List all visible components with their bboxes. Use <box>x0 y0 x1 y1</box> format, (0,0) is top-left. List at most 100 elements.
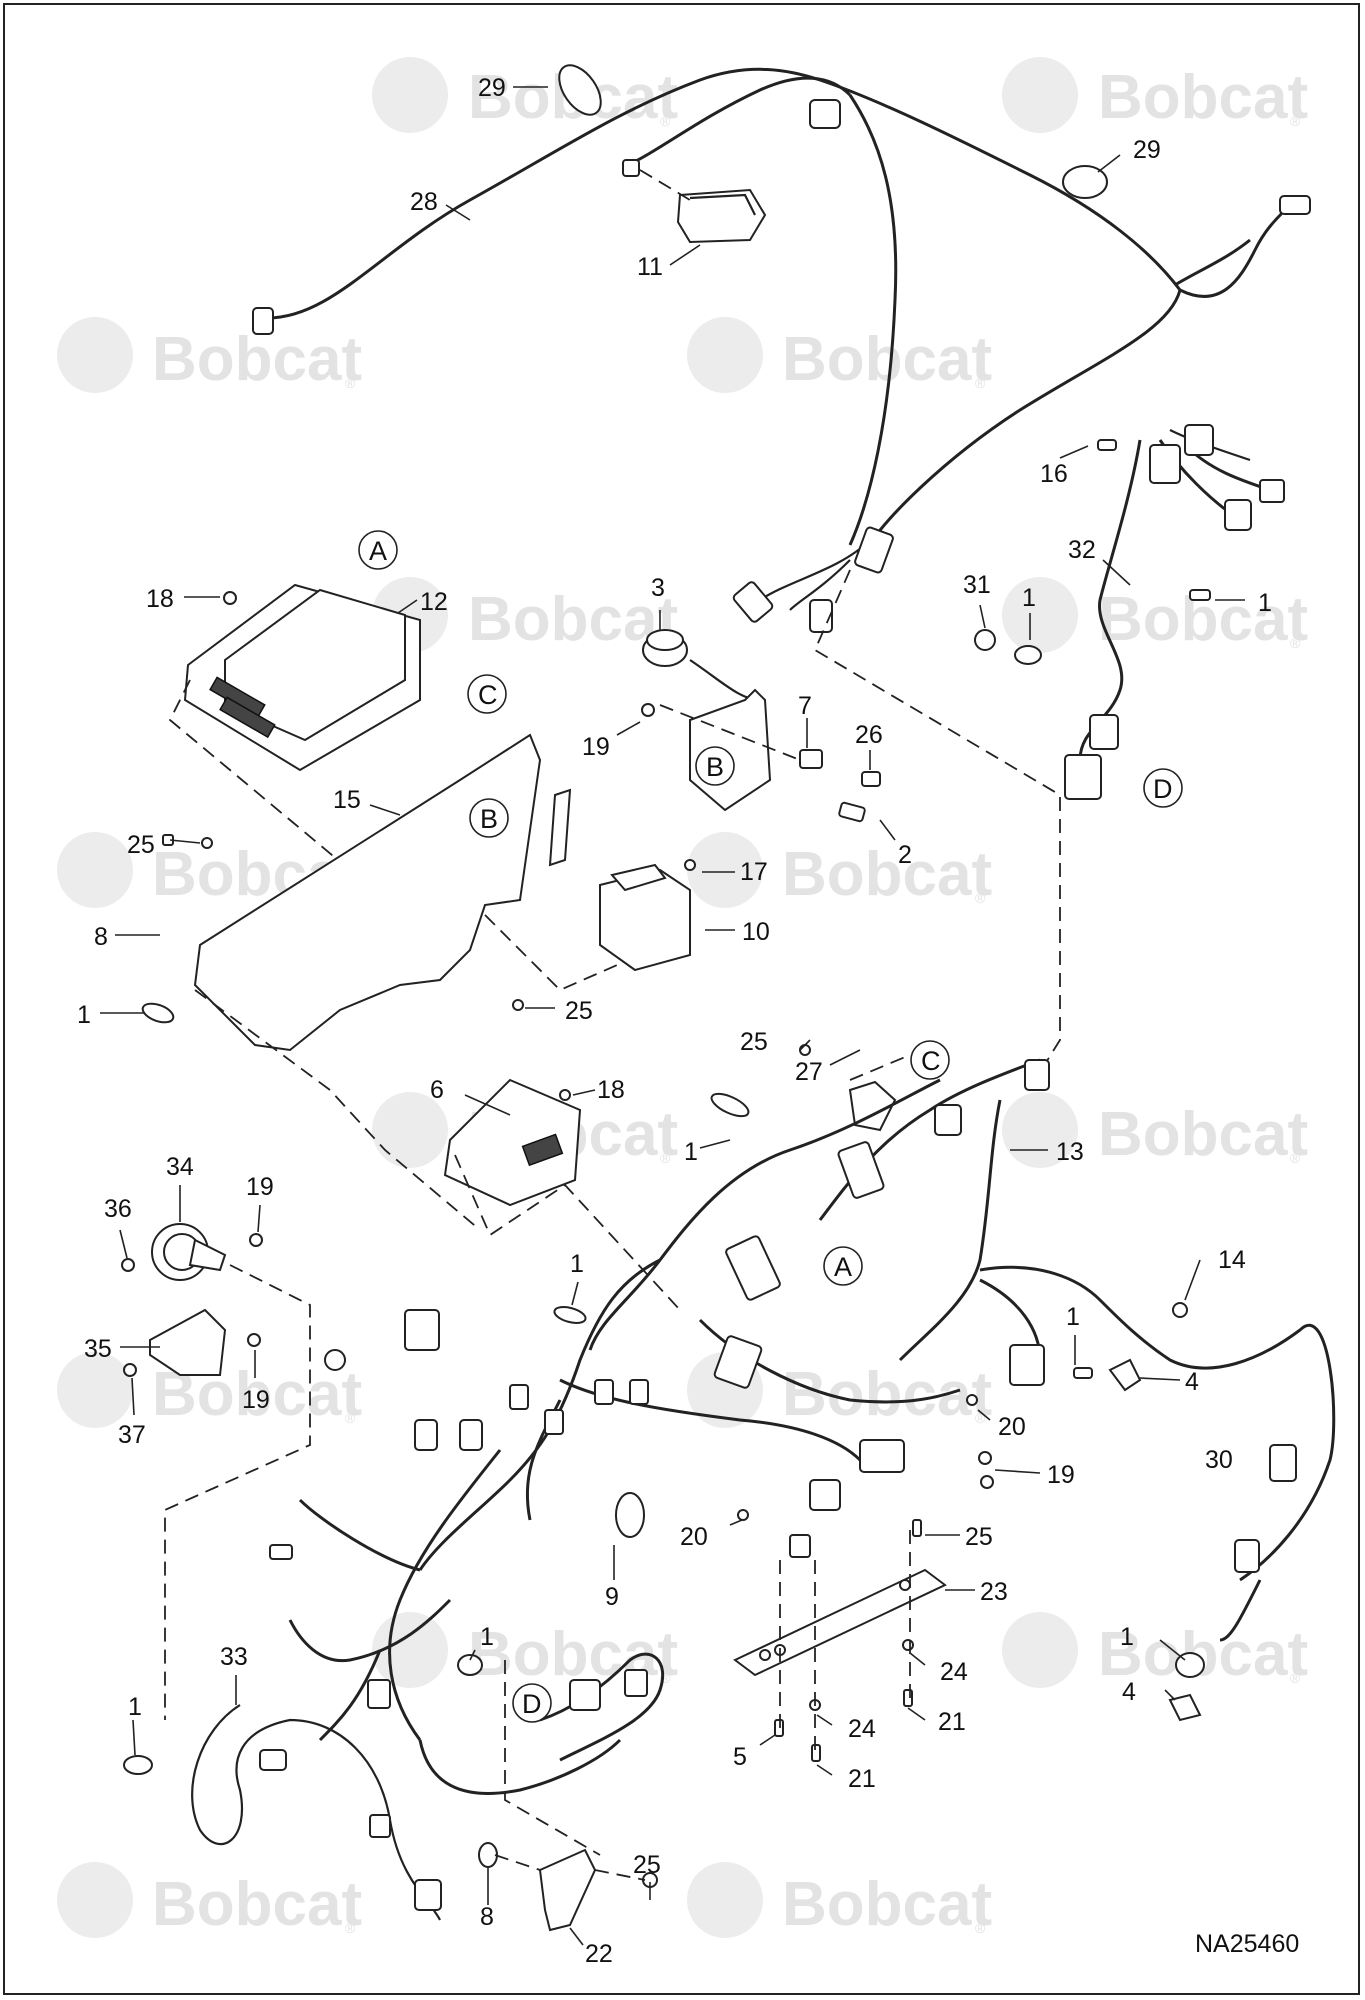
watermark-16: Bobcat® <box>687 1862 992 1939</box>
connector-D-lower <box>569 1679 601 1711</box>
callout-19-horn: 19 <box>246 1173 274 1201</box>
main-harness-13 <box>269 1058 1336 1795</box>
nut-19-plate-a <box>978 1451 992 1465</box>
connector-32-d <box>1184 424 1214 456</box>
clip-1-top <box>710 1092 750 1118</box>
bolt-16 <box>1097 439 1117 451</box>
svg-text:®: ® <box>345 1920 356 1936</box>
sensor-3-group <box>641 629 881 823</box>
watermark-layer: Bobcat® Bobcat® Bobcat® Bobcat® Bobcat® … <box>57 57 1308 1939</box>
svg-text:A: A <box>369 536 387 566</box>
connector-30-b <box>1234 1539 1260 1573</box>
screw-17 <box>684 859 696 871</box>
callout-5: 5 <box>733 1743 747 1771</box>
controller-12 <box>168 583 421 872</box>
bolt-26 <box>861 771 881 787</box>
view-ref-C-relay: C <box>910 1040 950 1080</box>
callout-24-right: 24 <box>940 1658 968 1686</box>
svg-text:Bobcat: Bobcat <box>152 325 362 394</box>
cable-tie-9 <box>615 1492 645 1538</box>
connector-D <box>1064 754 1102 800</box>
callout-19-top: 19 <box>582 733 610 761</box>
view-ref-A-harness: A <box>823 1246 863 1286</box>
figure-code: NA25460 <box>1195 1930 1299 1958</box>
callout-10: 10 <box>742 918 770 946</box>
screw-25-b <box>512 999 524 1011</box>
callout-1-left: 1 <box>77 1001 91 1029</box>
connector-right-end <box>1279 195 1311 215</box>
callout-1-mid: 1 <box>570 1250 584 1278</box>
svg-text:®: ® <box>975 1410 986 1426</box>
watermark-1: Bobcat® <box>372 57 678 133</box>
callout-25-plate: 25 <box>965 1523 993 1551</box>
watermark-5: Bobcat® <box>372 577 678 654</box>
connector-left-7 <box>629 1379 649 1405</box>
callout-18-module: 18 <box>597 1076 625 1104</box>
svg-text:®: ® <box>660 1150 671 1166</box>
clip-1-31 <box>1014 645 1042 665</box>
screw-1-right-mid <box>1073 1367 1093 1379</box>
svg-text:®: ® <box>975 1920 986 1936</box>
view-ref-D-lower: D <box>512 1683 552 1723</box>
callout-35: 35 <box>84 1335 112 1363</box>
connector-20 <box>809 1479 841 1511</box>
nut-20-a <box>966 1394 978 1406</box>
dome-light-11 <box>639 169 767 244</box>
callout-2: 2 <box>898 841 912 869</box>
clip-1-left <box>141 1002 175 1024</box>
watermark-2: Bobcat® <box>1002 57 1308 133</box>
callout-3: 3 <box>651 574 665 602</box>
svg-text:D: D <box>522 1689 542 1719</box>
connector-32-a <box>1149 444 1181 484</box>
connector-main-2 <box>713 1335 763 1389</box>
connector-4-side <box>1009 1344 1045 1386</box>
connector-top-hub <box>809 99 841 129</box>
connector-33-a <box>259 1749 287 1771</box>
callout-25-panel: 25 <box>565 997 593 1025</box>
lower-harness-D <box>504 1652 665 1856</box>
connector-left-end <box>252 307 274 335</box>
callout-20-bottom: 20 <box>680 1523 708 1551</box>
callout-20-top: 20 <box>998 1413 1026 1441</box>
connector-11-plug <box>622 159 640 177</box>
nut-14 <box>1172 1302 1188 1318</box>
callout-29-right: 29 <box>1133 136 1161 164</box>
grommet-31 <box>974 629 996 651</box>
screw-25-a <box>201 837 213 849</box>
clip-1-mid <box>553 1306 587 1324</box>
svg-text:®: ® <box>660 113 671 129</box>
bracket-22-group <box>478 1842 658 1932</box>
pin-2 <box>838 801 866 823</box>
view-ref-D-harness: D <box>1143 768 1183 808</box>
callout-6: 6 <box>430 1076 444 1104</box>
bracket-B-tab <box>548 788 572 867</box>
clip-7 <box>799 749 823 769</box>
callout-8-left: 8 <box>94 923 108 951</box>
nut-19 <box>641 703 655 717</box>
callout-22: 22 <box>585 1940 613 1968</box>
callout-28: 28 <box>410 188 438 216</box>
callout-36: 36 <box>104 1195 132 1223</box>
callout-26: 26 <box>855 721 883 749</box>
connector-main-1 <box>725 1235 781 1301</box>
tie-mount-4-a <box>1108 1358 1142 1392</box>
watermark-6: Bobcat® <box>1002 577 1308 654</box>
callout-33: 33 <box>220 1643 248 1671</box>
callout-30: 30 <box>1205 1446 1233 1474</box>
horn-34-group <box>121 1223 311 1720</box>
view-ref-C-panel: C <box>467 674 507 714</box>
callout-25-relay: 25 <box>740 1028 768 1056</box>
callout-34: 34 <box>166 1153 194 1181</box>
svg-text:®: ® <box>975 890 986 906</box>
connector-drop-2 <box>732 581 774 623</box>
clip-1-lower <box>457 1654 483 1676</box>
callout-1-screw: 1 <box>1066 1303 1080 1331</box>
callout-8-bottom: 8 <box>480 1903 494 1931</box>
connector-drop-3 <box>809 599 833 633</box>
connector-13-a <box>934 1104 962 1136</box>
connector-left-9 <box>367 1679 391 1709</box>
leader-lines <box>100 86 1245 1946</box>
nut-19-horn <box>249 1233 263 1247</box>
callout-14: 14 <box>1218 1246 1246 1274</box>
